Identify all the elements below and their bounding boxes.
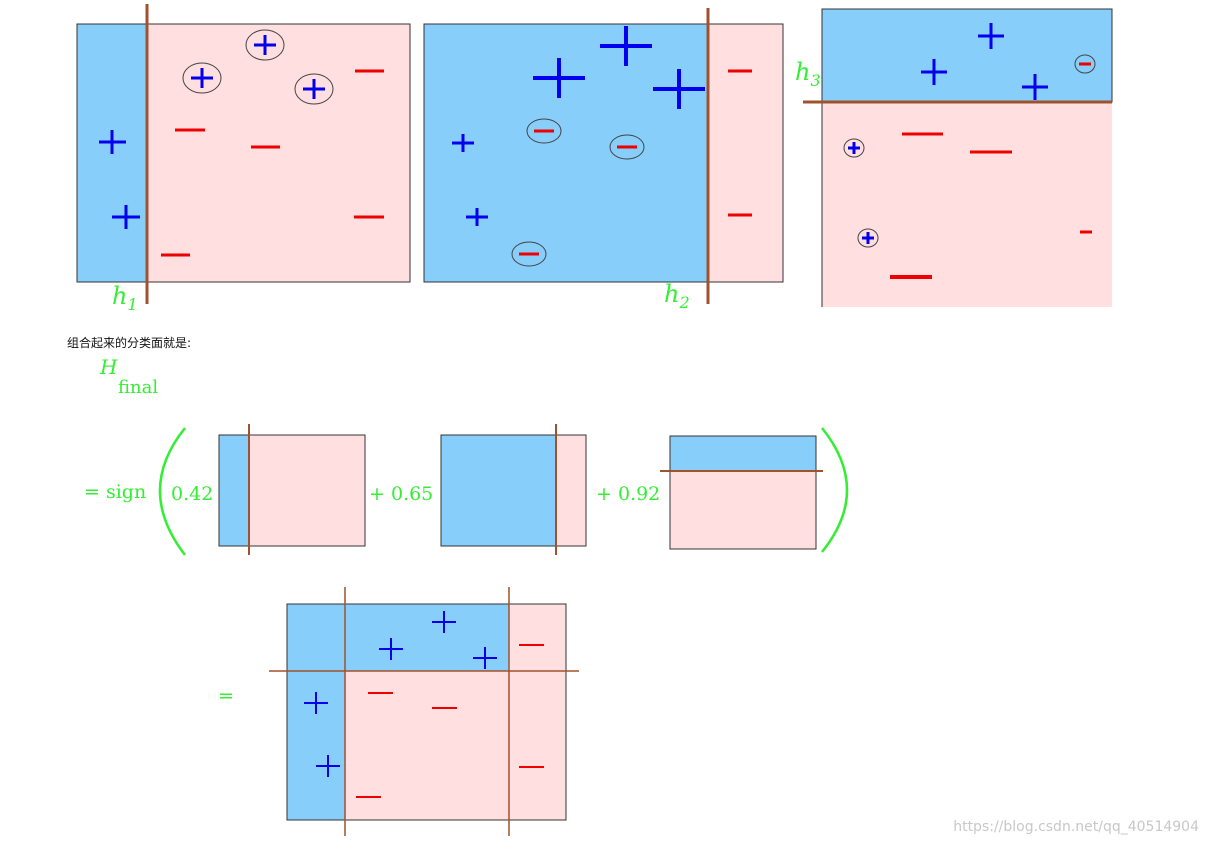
mini-box-3-positive	[669, 435, 817, 472]
plus-sign	[978, 23, 1004, 49]
panel-h1-circle	[182, 62, 222, 94]
panel-h1-circle	[245, 29, 285, 61]
caption-text: 组合起来的分类面就是:	[67, 336, 192, 350]
panel-h1: h1	[76, 4, 411, 314]
final-equals: =	[218, 685, 234, 707]
watermark: https://blog.csdn.net/qq_40514904	[953, 819, 1199, 835]
plus-sign	[452, 134, 474, 152]
plus-sign	[653, 69, 705, 109]
formula-sign: = sign	[84, 481, 146, 503]
left-parenthesis	[158, 427, 186, 556]
panel-h3-circle	[857, 228, 879, 248]
weight-2: + 0.65	[369, 483, 433, 505]
panel-h2-label: h2	[664, 280, 690, 312]
plus-sign	[848, 142, 860, 154]
plus-sign	[316, 755, 340, 777]
plus-sign	[112, 205, 140, 229]
formula-H-sub: final	[118, 377, 158, 398]
panel-h3-circle	[843, 138, 865, 158]
panel-h3: h3	[795, 8, 1113, 307]
right-parenthesis	[821, 427, 849, 553]
weight-3: + 0.92	[596, 483, 660, 505]
plus-sign	[304, 692, 328, 714]
panel-h2-circle	[526, 118, 562, 144]
plus-sign	[921, 59, 947, 85]
panel-h2-circle	[609, 134, 645, 160]
plus-sign	[862, 232, 874, 244]
plus-sign	[466, 208, 488, 226]
final-region-blue-top	[287, 604, 509, 671]
panel-h2-positive-region	[423, 23, 709, 283]
plus-sign	[99, 130, 126, 154]
mini-box-2-positive	[440, 434, 557, 547]
plus-sign	[254, 35, 276, 55]
plus-sign	[303, 79, 325, 99]
weight-1: 0.42	[171, 483, 213, 505]
final-classifier: =	[218, 587, 579, 836]
panel-h1-label: h1	[112, 282, 138, 314]
panel-h1-circle	[294, 73, 334, 105]
plus-sign	[191, 68, 213, 88]
plus-sign	[379, 638, 403, 660]
panel-h3-circle	[1074, 54, 1096, 74]
panel-h3-positive-region	[821, 8, 1113, 103]
plus-sign	[600, 26, 652, 66]
panel-h3-negative-region	[822, 102, 1112, 307]
plus-sign	[432, 611, 456, 633]
plus-sign	[1022, 74, 1048, 100]
formula-H: H	[99, 355, 118, 379]
panel-h2-circle	[511, 241, 547, 267]
mini-box-1-positive	[218, 434, 250, 547]
panel-h3-label: h3	[795, 58, 821, 90]
final-border	[286, 603, 567, 821]
panel-h2: h2	[423, 8, 784, 312]
formula: H final = sign 0.42 + 0.65 + 0.92	[84, 355, 849, 556]
plus-sign	[533, 58, 585, 98]
plus-sign	[473, 647, 497, 669]
